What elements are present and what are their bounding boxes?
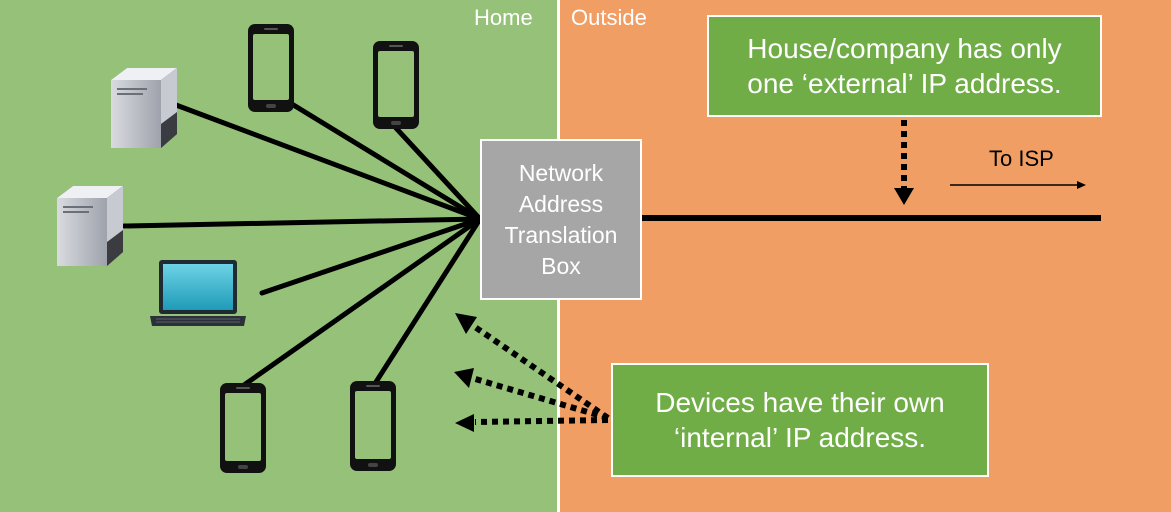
laptop-icon (150, 260, 246, 326)
phone-icon (248, 24, 294, 112)
internal-ip-pointer-1 (470, 322, 610, 421)
internal-ip-callout-text: Devices have their own ‘internal’ IP add… (655, 387, 945, 453)
home-label: Home (474, 5, 533, 30)
server-icon (57, 186, 123, 266)
phone-icon (373, 41, 419, 129)
internal-arrowhead-2 (454, 368, 474, 388)
link-laptop (259, 216, 483, 296)
nat-box: Network Address Translation Box (480, 139, 642, 300)
internal-ip-callout: Devices have their own ‘internal’ IP add… (611, 363, 989, 477)
internal-arrowhead-1 (455, 313, 477, 334)
internal-arrowhead-3 (455, 414, 474, 432)
external-ip-callout-text: House/company has only one ‘external’ IP… (747, 33, 1062, 99)
to-isp-label: To ISP (989, 146, 1054, 171)
link-phone-4 (373, 216, 483, 385)
link-phone-1 (279, 95, 483, 222)
isp-arrow (950, 181, 1086, 189)
outside-label: Outside (571, 5, 647, 30)
phone-icon (350, 381, 396, 471)
link-server-2 (121, 216, 483, 229)
link-phone-3 (241, 216, 483, 388)
link-phone-2 (393, 125, 483, 222)
nat-box-label: Network Address Translation Box (504, 159, 618, 279)
server-icon (111, 68, 177, 148)
internal-ip-pointer-3 (474, 417, 609, 425)
external-ip-callout: House/company has only one ‘external’ IP… (707, 15, 1102, 117)
phone-icon (220, 383, 266, 473)
external-ip-pointer (894, 120, 914, 205)
link-server-1 (173, 102, 483, 222)
internal-ip-pointer-2 (471, 375, 609, 421)
